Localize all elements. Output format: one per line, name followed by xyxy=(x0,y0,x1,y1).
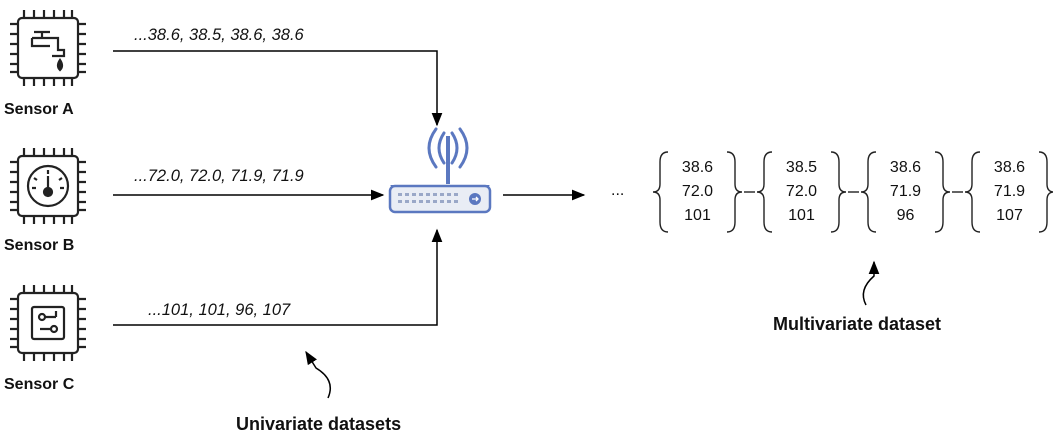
record-right-brace xyxy=(830,151,847,233)
multivariate-callout: Multivariate dataset xyxy=(773,314,941,334)
record-1: 38.6 72.0 101 xyxy=(652,151,755,233)
dataset-leading-ellipsis: ... xyxy=(611,182,624,199)
record-right-brace xyxy=(1038,151,1053,233)
record-right-brace xyxy=(934,151,951,233)
faucet-icon xyxy=(30,30,66,72)
record-value: 38.6 xyxy=(994,159,1025,176)
sensor-a-stream: ...38.6, 38.5, 38.6, 38.6 xyxy=(134,26,305,44)
sensor-b-label: Sensor B xyxy=(4,237,74,254)
wire-sensor-c xyxy=(113,228,443,326)
sensor-c-chip xyxy=(10,285,86,361)
sensor-a-chip xyxy=(10,10,86,86)
multivariate-callout-pointer xyxy=(862,260,880,306)
univariate-callout: Univariate datasets xyxy=(236,414,401,434)
gauge-icon xyxy=(26,164,70,208)
sensor-c-label: Sensor C xyxy=(4,376,75,393)
record-value: 96 xyxy=(897,207,915,224)
sensor-b-chip xyxy=(10,148,86,224)
record-value: 38.5 xyxy=(786,159,817,176)
sensor-a-label: Sensor A xyxy=(4,101,74,118)
router-icon xyxy=(388,127,492,214)
record-value: 101 xyxy=(684,207,711,224)
record-value: 72.0 xyxy=(786,183,817,200)
sensor-c-stream: ...101, 101, 96, 107 xyxy=(148,301,291,319)
record-3: 38.6 71.9 96 xyxy=(860,151,963,233)
record-value: 71.9 xyxy=(994,183,1025,200)
wire-sensor-a xyxy=(113,50,443,127)
sensor-b-stream: ...72.0, 72.0, 71.9, 71.9 xyxy=(134,167,304,185)
record-left-brace xyxy=(652,151,669,233)
circuit-board-icon xyxy=(30,305,66,341)
record-4: 38.6 71.9 107 xyxy=(964,151,1053,233)
multivariate-records: 38.6 72.0 101 38.5 72.0 101 38.6 71.9 96 38.6 71.9… xyxy=(652,151,1053,233)
record-value: 38.6 xyxy=(682,159,713,176)
record-value: 72.0 xyxy=(682,183,713,200)
record-value: 71.9 xyxy=(890,183,921,200)
record-2: 38.5 72.0 101 xyxy=(756,151,859,233)
record-value: 101 xyxy=(788,207,815,224)
record-left-brace xyxy=(964,151,981,233)
record-value: 107 xyxy=(996,207,1023,224)
record-value: 38.6 xyxy=(890,159,921,176)
record-left-brace xyxy=(756,151,773,233)
record-right-brace xyxy=(726,151,743,233)
univariate-callout-pointer xyxy=(305,350,331,399)
record-left-brace xyxy=(860,151,877,233)
